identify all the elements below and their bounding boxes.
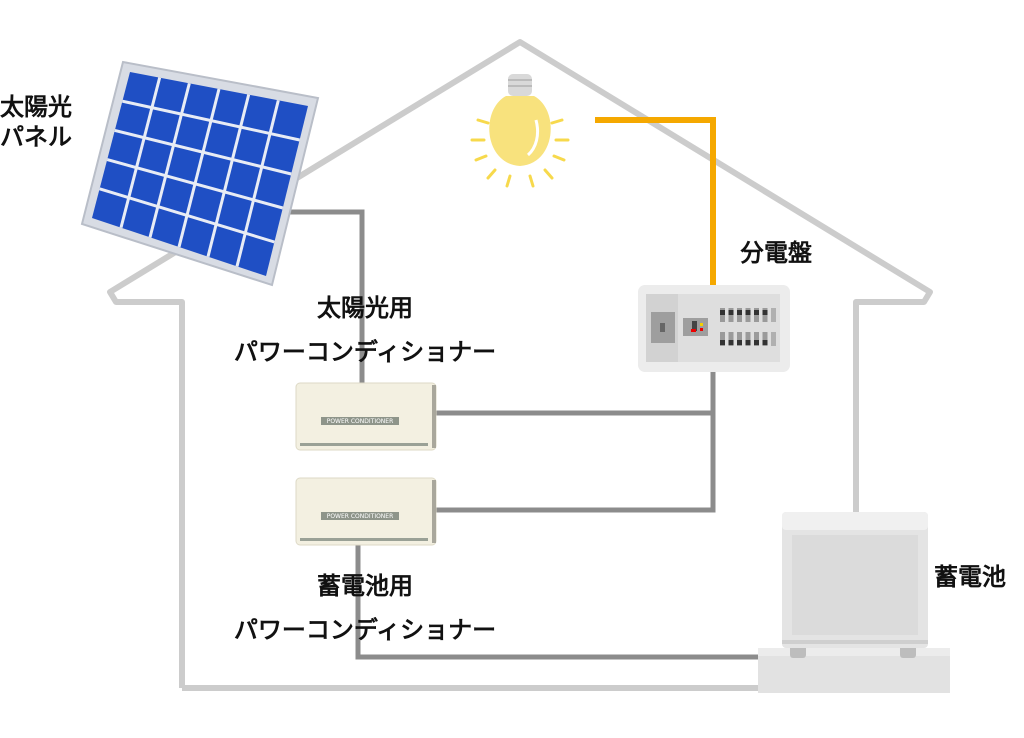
cell-divider (177, 88, 221, 248)
breaker-switch (771, 332, 776, 346)
conditioner-plate: POWER CONDITIONER (327, 513, 394, 520)
breaker-lever (762, 340, 768, 345)
label-line: パワーコンディショナー (233, 338, 497, 366)
breaker-switch (737, 332, 742, 346)
house-outline (107, 39, 933, 688)
solar-pcs-label: 太陽光用 パワーコンディショナー (205, 286, 525, 374)
battery-label: 蓄電池 (934, 563, 1006, 591)
cell-divider (206, 94, 251, 258)
battery-power-conditioner: POWER CONDITIONER (295, 477, 437, 546)
cell-divider (114, 128, 292, 176)
breaker-lever (745, 310, 751, 315)
breaker-lever (737, 340, 742, 345)
distribution-board-label: 分電盤 (740, 239, 812, 267)
breaker-switch (754, 332, 759, 346)
wire-battery-pcs-to-board (435, 411, 716, 513)
solar-panel-label: 太陽光 パネル (0, 92, 72, 152)
breaker-switch (728, 332, 734, 346)
wire-solar-pcs-to-board (435, 370, 716, 416)
label-line: パネル (0, 123, 72, 151)
light-bulb-icon (470, 74, 570, 188)
breaker-lever (728, 310, 734, 315)
wire-board-to-light (595, 117, 716, 287)
breaker-switch (745, 332, 751, 346)
breaker-lever (754, 310, 759, 315)
cell-divider (148, 82, 191, 238)
breaker-switch (720, 332, 725, 346)
wire-solar-to-pcs (285, 209, 365, 385)
breaker-lever (762, 310, 768, 315)
cell-divider (122, 99, 300, 142)
breaker-lever (737, 310, 742, 315)
breaker-lever (728, 340, 734, 345)
breaker-lever (720, 340, 725, 345)
conditioner-plate: POWER CONDITIONER (327, 418, 394, 425)
label-line: パワーコンディショナー (233, 616, 497, 644)
distribution-board (638, 285, 790, 372)
breaker-switch (762, 332, 768, 346)
label-line: 太陽光 (0, 93, 72, 121)
solar-panel (80, 60, 320, 287)
breaker-lever (754, 340, 759, 345)
battery-pcs-label: 蓄電池用 パワーコンディショナー (205, 564, 525, 652)
label-line: 蓄電池用 (317, 572, 413, 600)
storage-battery (758, 512, 950, 693)
cell-divider (119, 77, 162, 229)
cell-divider (99, 187, 275, 244)
solar-power-conditioner: POWER CONDITIONER (295, 382, 437, 451)
label-line: 太陽光用 (317, 294, 413, 322)
breaker-lever (745, 340, 751, 345)
breaker-lever (720, 310, 725, 315)
wire-battery-pcs-to-battery (355, 545, 762, 660)
cell-divider (235, 99, 280, 267)
breaker-switch (771, 308, 776, 322)
cell-divider (106, 158, 284, 210)
